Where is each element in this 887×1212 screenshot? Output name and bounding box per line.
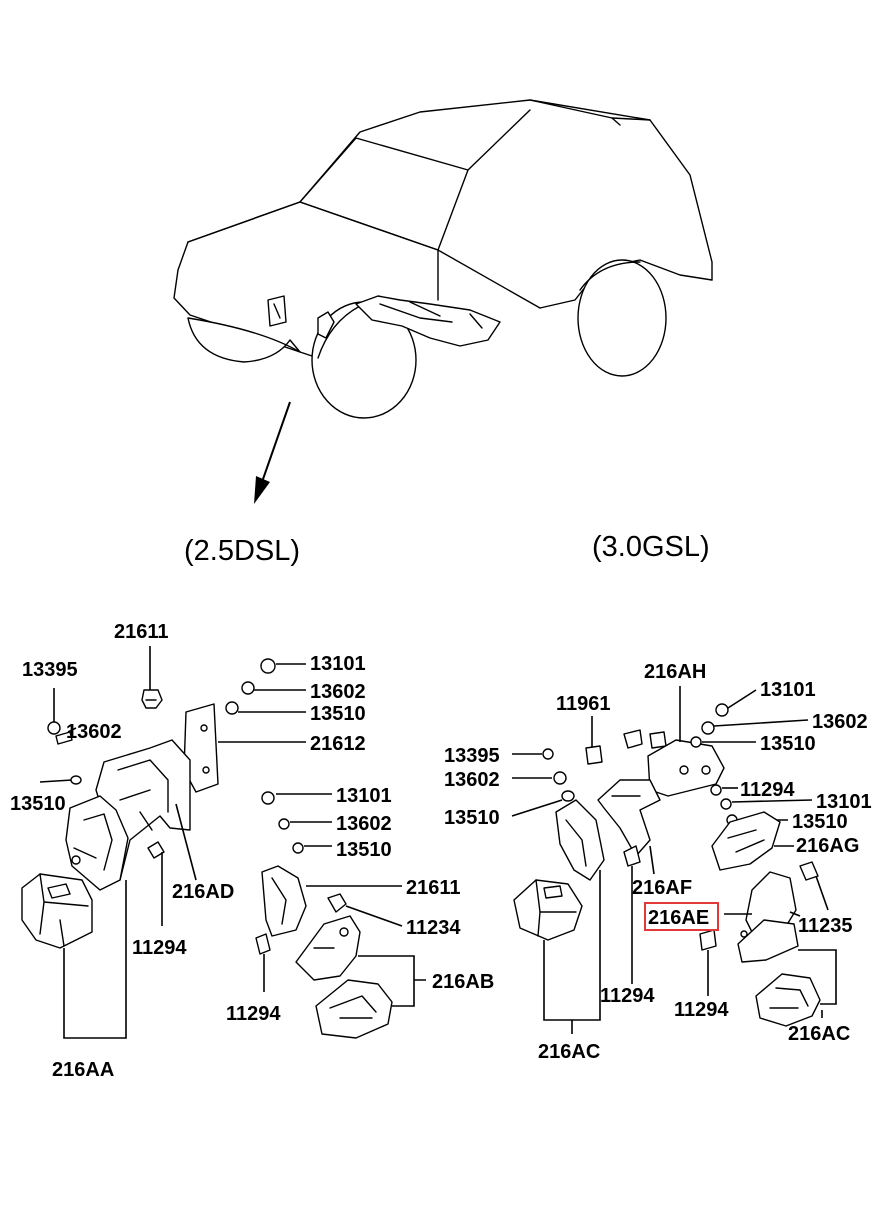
- nut-stack-middle: [261, 791, 332, 854]
- bolt-11294-b-part: [255, 933, 271, 992]
- nut-13395-part: [47, 688, 61, 735]
- label-11234: 11234: [406, 917, 461, 939]
- bolt-11294-right-part: [710, 784, 738, 796]
- bracket-216aa-part: [65, 795, 129, 891]
- bracket-216ae-part: [724, 871, 801, 963]
- nut-stack-upper: [225, 658, 306, 715]
- label-13510: 13510: [760, 733, 816, 755]
- label-21611: 21611: [406, 877, 461, 899]
- variant-label-3-0gsl: (3.0GSL): [592, 531, 710, 563]
- label-21612: 21612: [310, 733, 366, 755]
- bracket-216ab-part: [295, 915, 361, 981]
- vehicle-illustration: [173, 99, 713, 504]
- label-216ag: 216AG: [796, 835, 859, 857]
- highlight-216ae: [644, 902, 719, 931]
- variant-label-2-5dsl: (2.5DSL): [184, 535, 300, 567]
- label-13101: 13101: [816, 791, 872, 813]
- label-13395: 13395: [22, 659, 78, 681]
- bolt-11235-part: [799, 861, 829, 911]
- bolt-11294-center-part: [623, 845, 641, 984]
- bolt-11234-part: [327, 893, 403, 927]
- sensor-21611-part: [141, 646, 163, 709]
- label-13510: 13510: [310, 703, 366, 725]
- label-13101: 13101: [760, 679, 816, 701]
- bolt-11294-lower-part: [699, 929, 717, 996]
- label-13602: 13602: [812, 711, 868, 733]
- nut-stack-upper-right: [690, 689, 809, 748]
- label-13510: 13510: [336, 839, 392, 861]
- right-parts-group: [511, 686, 837, 1034]
- mount-216ac-left-part: [513, 879, 583, 941]
- label-216ad: 216AD: [172, 881, 234, 903]
- label-13395: 13395: [444, 745, 500, 767]
- mount-216ab-part: [315, 979, 393, 1039]
- bolt-11961-part: [585, 716, 603, 765]
- label-216ac: 216AC: [538, 1041, 600, 1063]
- label-21611: 21611: [114, 621, 169, 643]
- label-13510: 13510: [10, 793, 66, 815]
- label-13602: 13602: [444, 769, 500, 791]
- label-216aa: 216AA: [52, 1059, 114, 1081]
- mount-216aa-part: [21, 873, 93, 949]
- label-11294: 11294: [740, 779, 795, 801]
- label-11294: 11294: [600, 985, 655, 1007]
- label-216af: 216AF: [632, 877, 692, 899]
- label-11235: 11235: [798, 915, 853, 937]
- support-216ac-left-part: [555, 799, 605, 881]
- bracket-21612-part: [183, 703, 306, 793]
- bracket-216ag-part: [711, 811, 794, 871]
- label-13510: 13510: [444, 807, 500, 829]
- bracket-216af-part: [597, 779, 661, 875]
- mount-216ac-right-part: [755, 973, 821, 1027]
- washer-13510-part: [39, 775, 82, 785]
- label-13510: 13510: [792, 811, 848, 833]
- label-216ab: 216AB: [432, 971, 494, 993]
- label-13101: 13101: [336, 785, 392, 807]
- label-13602: 13602: [336, 813, 392, 835]
- label-11294: 11294: [132, 937, 187, 959]
- label-11961: 11961: [556, 693, 611, 715]
- label-13101: 13101: [310, 653, 366, 675]
- label-11294: 11294: [674, 999, 729, 1021]
- bolt-cluster-upper-right: [623, 729, 667, 749]
- label-11294: 11294: [226, 1003, 281, 1025]
- bracket-21611-part: [261, 865, 402, 937]
- label-216ac: 216AC: [788, 1023, 850, 1045]
- label-13602: 13602: [66, 721, 122, 743]
- nut-stack-left-right: [511, 748, 575, 817]
- left-parts-group: [21, 646, 426, 1039]
- label-13602: 13602: [310, 681, 366, 703]
- label-216ah: 216AH: [644, 661, 706, 683]
- bolt-13602-part: [55, 727, 77, 745]
- label-216ae: 216AE: [648, 907, 709, 929]
- bolt-11294-a-part: [147, 841, 165, 926]
